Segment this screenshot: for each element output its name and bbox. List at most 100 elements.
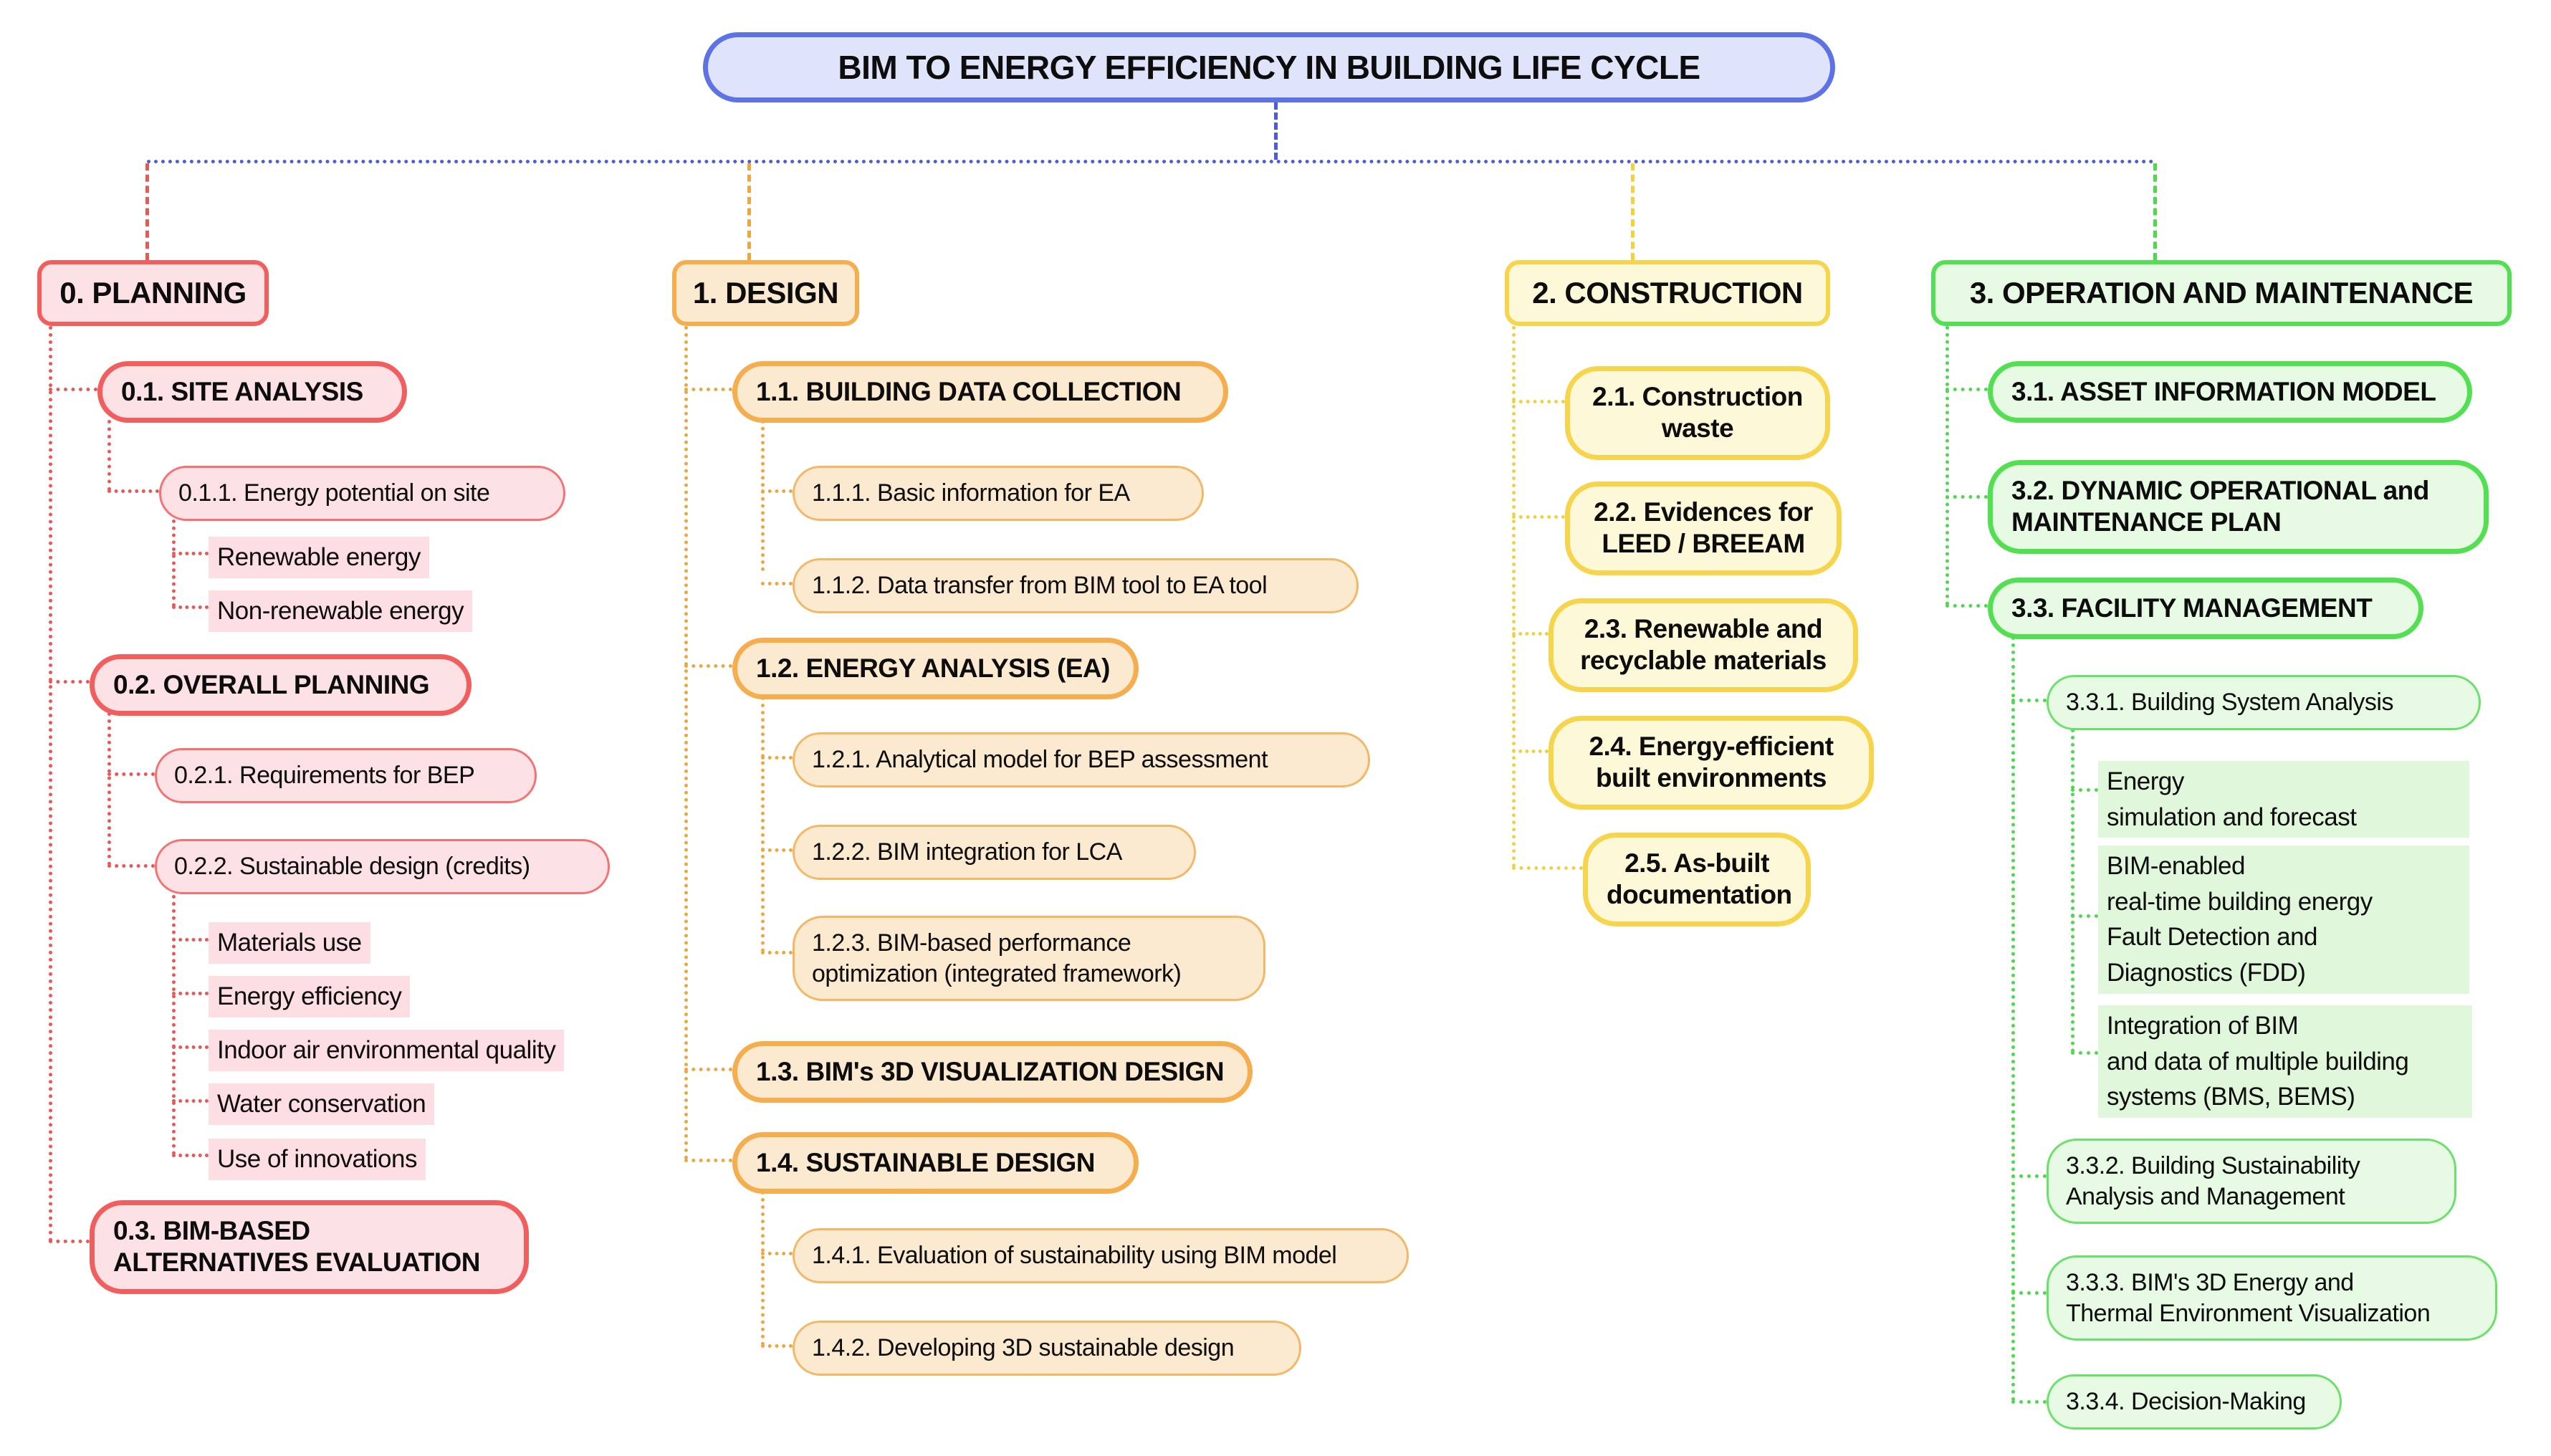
node-1-2-1-analytical-model: 1.2.1. Analytical model for BEP assessme… (793, 732, 1370, 787)
connector-stub-0-1-1 (107, 489, 159, 493)
connector-rail-0-1-1 (172, 519, 176, 607)
node-0-planning: 0. PLANNING (37, 260, 269, 326)
connector-stub-3-3-4 (2011, 1400, 2047, 1404)
connector-rail-1-1 (761, 420, 765, 571)
node-3-3-3-energy-thermal-visualization: 3.3.3. BIM's 3D Energy and Thermal Envir… (2047, 1255, 2497, 1341)
connector-stub-1-4 (684, 1159, 732, 1162)
node-0-2-2-sustainable-design: 0.2.2. Sustainable design (credits) (155, 839, 610, 894)
leaf-renewable-energy: Renewable energy (209, 537, 429, 578)
connector-rail-operation (1945, 326, 1949, 605)
node-2-2-evidences-leed-breeam: 2.2. Evidences for LEED / BREEAM (1565, 482, 1842, 575)
node-0-1-1-energy-potential: 0.1.1. Energy potential on site (159, 466, 565, 521)
node-3-3-facility-management: 3.3. FACILITY MANAGEMENT (1988, 578, 2423, 640)
connector-stub-1-4-2 (761, 1344, 793, 1348)
connector-rail-3-3-1 (2071, 729, 2074, 1053)
connector-drop-construction (1631, 163, 1635, 260)
connector-rail-1-4 (761, 1191, 765, 1346)
connector-rail-3-3 (2011, 636, 2015, 1402)
connector-stub-indoor-air (172, 1045, 209, 1049)
connector-stub-3-1 (1945, 388, 1988, 391)
node-1-1-1-basic-information-ea: 1.1.1. Basic information for EA (793, 466, 1204, 521)
node-2-5-as-built-documentation: 2.5. As-built documentation (1583, 833, 1811, 926)
leaf-bim-fdd: BIM-enabled real-time building energy Fa… (2098, 846, 2469, 994)
connector-root-drop (1274, 102, 1278, 160)
connector-stub-1-2-1 (761, 756, 793, 760)
node-2-3-renewable-materials: 2.3. Renewable and recyclable materials (1549, 598, 1858, 692)
connector-stub-1-3 (684, 1068, 732, 1071)
connector-rail-design (684, 326, 688, 1160)
connector-rail-0-2 (107, 712, 111, 866)
leaf-non-renewable-energy: Non-renewable energy (209, 590, 473, 632)
node-1-4-2-developing-3d: 1.4.2. Developing 3D sustainable design (793, 1321, 1301, 1376)
node-1-4-sustainable-design: 1.4. SUSTAINABLE DESIGN (732, 1132, 1139, 1194)
connector-stub-materials (172, 938, 209, 942)
connector-stub-renewable (172, 552, 209, 555)
node-0-2-1-requirements-bep: 0.2.1. Requirements for BEP (155, 748, 537, 803)
connector-stub-non-renewable (172, 605, 209, 609)
connector-stub-1-2-3 (761, 951, 793, 954)
connector-rail-0-2-2 (172, 895, 176, 1155)
connector-stub-3-3-3 (2011, 1291, 2047, 1295)
connector-stub-0-2-2 (107, 864, 155, 868)
node-3-1-asset-information-model: 3.1. ASSET INFORMATION MODEL (1988, 361, 2472, 423)
node-0-2-overall-planning: 0.2. OVERALL PLANNING (90, 654, 472, 717)
connector-stub-1-2 (684, 664, 732, 668)
node-2-4-energy-efficient-environments: 2.4. Energy-efficient built environments (1549, 716, 1874, 810)
leaf-use-of-innovations: Use of innovations (209, 1139, 426, 1180)
connector-stub-2-1 (1512, 400, 1565, 403)
leaf-energy-efficiency: Energy efficiency (209, 976, 411, 1017)
connector-drop-planning (145, 163, 149, 260)
node-1-1-building-data-collection: 1.1. BUILDING DATA COLLECTION (732, 361, 1228, 423)
root-title: BIM TO ENERGY EFFICIENCY IN BUILDING LIF… (703, 32, 1835, 102)
connector-stub-1-1-1 (761, 489, 793, 493)
connector-stub-1-2-2 (761, 848, 793, 852)
node-3-3-1-building-system-analysis: 3.3.1. Building System Analysis (2047, 675, 2481, 730)
node-2-1-construction-waste: 2.1. Construction waste (1565, 366, 1830, 460)
node-0-3-bim-alternatives: 0.3. BIM-BASED ALTERNATIVES EVALUATION (90, 1200, 529, 1294)
node-3-operation-maintenance: 3. OPERATION AND MAINTENANCE (1931, 260, 2512, 326)
connector-stub-fdd (2071, 914, 2098, 918)
connector-stub-0-2 (49, 680, 90, 684)
connector-stub-energy-simulation (2071, 788, 2098, 792)
node-3-3-4-decision-making: 3.3.4. Decision-Making (2047, 1374, 2342, 1429)
node-1-design: 1. DESIGN (672, 260, 859, 326)
node-1-2-3-performance-optimization: 1.2.3. BIM-based performance optimizatio… (793, 916, 1265, 1001)
connector-stub-innovations (172, 1154, 209, 1157)
connector-drop-design (747, 163, 751, 260)
node-1-4-1-evaluation-sustainability: 1.4.1. Evaluation of sustainability usin… (793, 1228, 1409, 1283)
connector-stub-2-4 (1512, 749, 1549, 753)
connector-drop-operation (2153, 163, 2157, 260)
node-3-3-2-sustainability-management: 3.3.2. Building Sustainability Analysis … (2047, 1139, 2456, 1224)
connector-stub-1-1 (684, 388, 732, 391)
connector-stub-3-3 (1945, 604, 1988, 608)
connector-stub-water (172, 1099, 209, 1103)
leaf-water-conservation: Water conservation (209, 1083, 435, 1125)
leaf-bms-bems-integration: Integration of BIM and data of multiple … (2098, 1005, 2472, 1119)
connector-stub-3-3-1 (2011, 699, 2047, 702)
node-1-2-energy-analysis: 1.2. ENERGY ANALYSIS (EA) (732, 638, 1139, 700)
connector-stub-0-3 (49, 1240, 90, 1243)
connector-stub-1-4-1 (761, 1252, 793, 1255)
connector-stub-bms-bems (2071, 1051, 2098, 1055)
connector-stub-0-1 (49, 388, 97, 391)
connector-stub-0-2-1 (107, 772, 155, 776)
node-0-1-site-analysis: 0.1. SITE ANALYSIS (97, 361, 407, 423)
connector-stub-3-2 (1945, 495, 1988, 499)
connector-root-horizontal (147, 160, 2155, 163)
leaf-energy-simulation-forecast: Energy simulation and forecast (2098, 761, 2469, 838)
node-2-construction: 2. CONSTRUCTION (1505, 260, 1830, 326)
connector-stub-3-3-2 (2011, 1174, 2047, 1178)
connector-stub-2-2 (1512, 515, 1565, 519)
connector-stub-2-3 (1512, 632, 1549, 636)
leaf-indoor-air-quality: Indoor air environmental quality (209, 1030, 565, 1071)
node-3-2-dynamic-operational-plan: 3.2. DYNAMIC OPERATIONAL and MAINTENANCE… (1988, 460, 2489, 554)
connector-rail-0-1 (107, 420, 111, 491)
connector-stub-1-1-2 (761, 582, 793, 585)
node-1-3-3d-visualization-design: 1.3. BIM's 3D VISUALIZATION DESIGN (732, 1041, 1253, 1103)
node-1-2-2-bim-lca: 1.2.2. BIM integration for LCA (793, 825, 1196, 880)
connector-rail-construction (1512, 326, 1516, 868)
connector-rail-planning (49, 326, 52, 1242)
connector-rail-1-2 (761, 696, 765, 952)
connector-stub-2-5 (1512, 866, 1583, 870)
